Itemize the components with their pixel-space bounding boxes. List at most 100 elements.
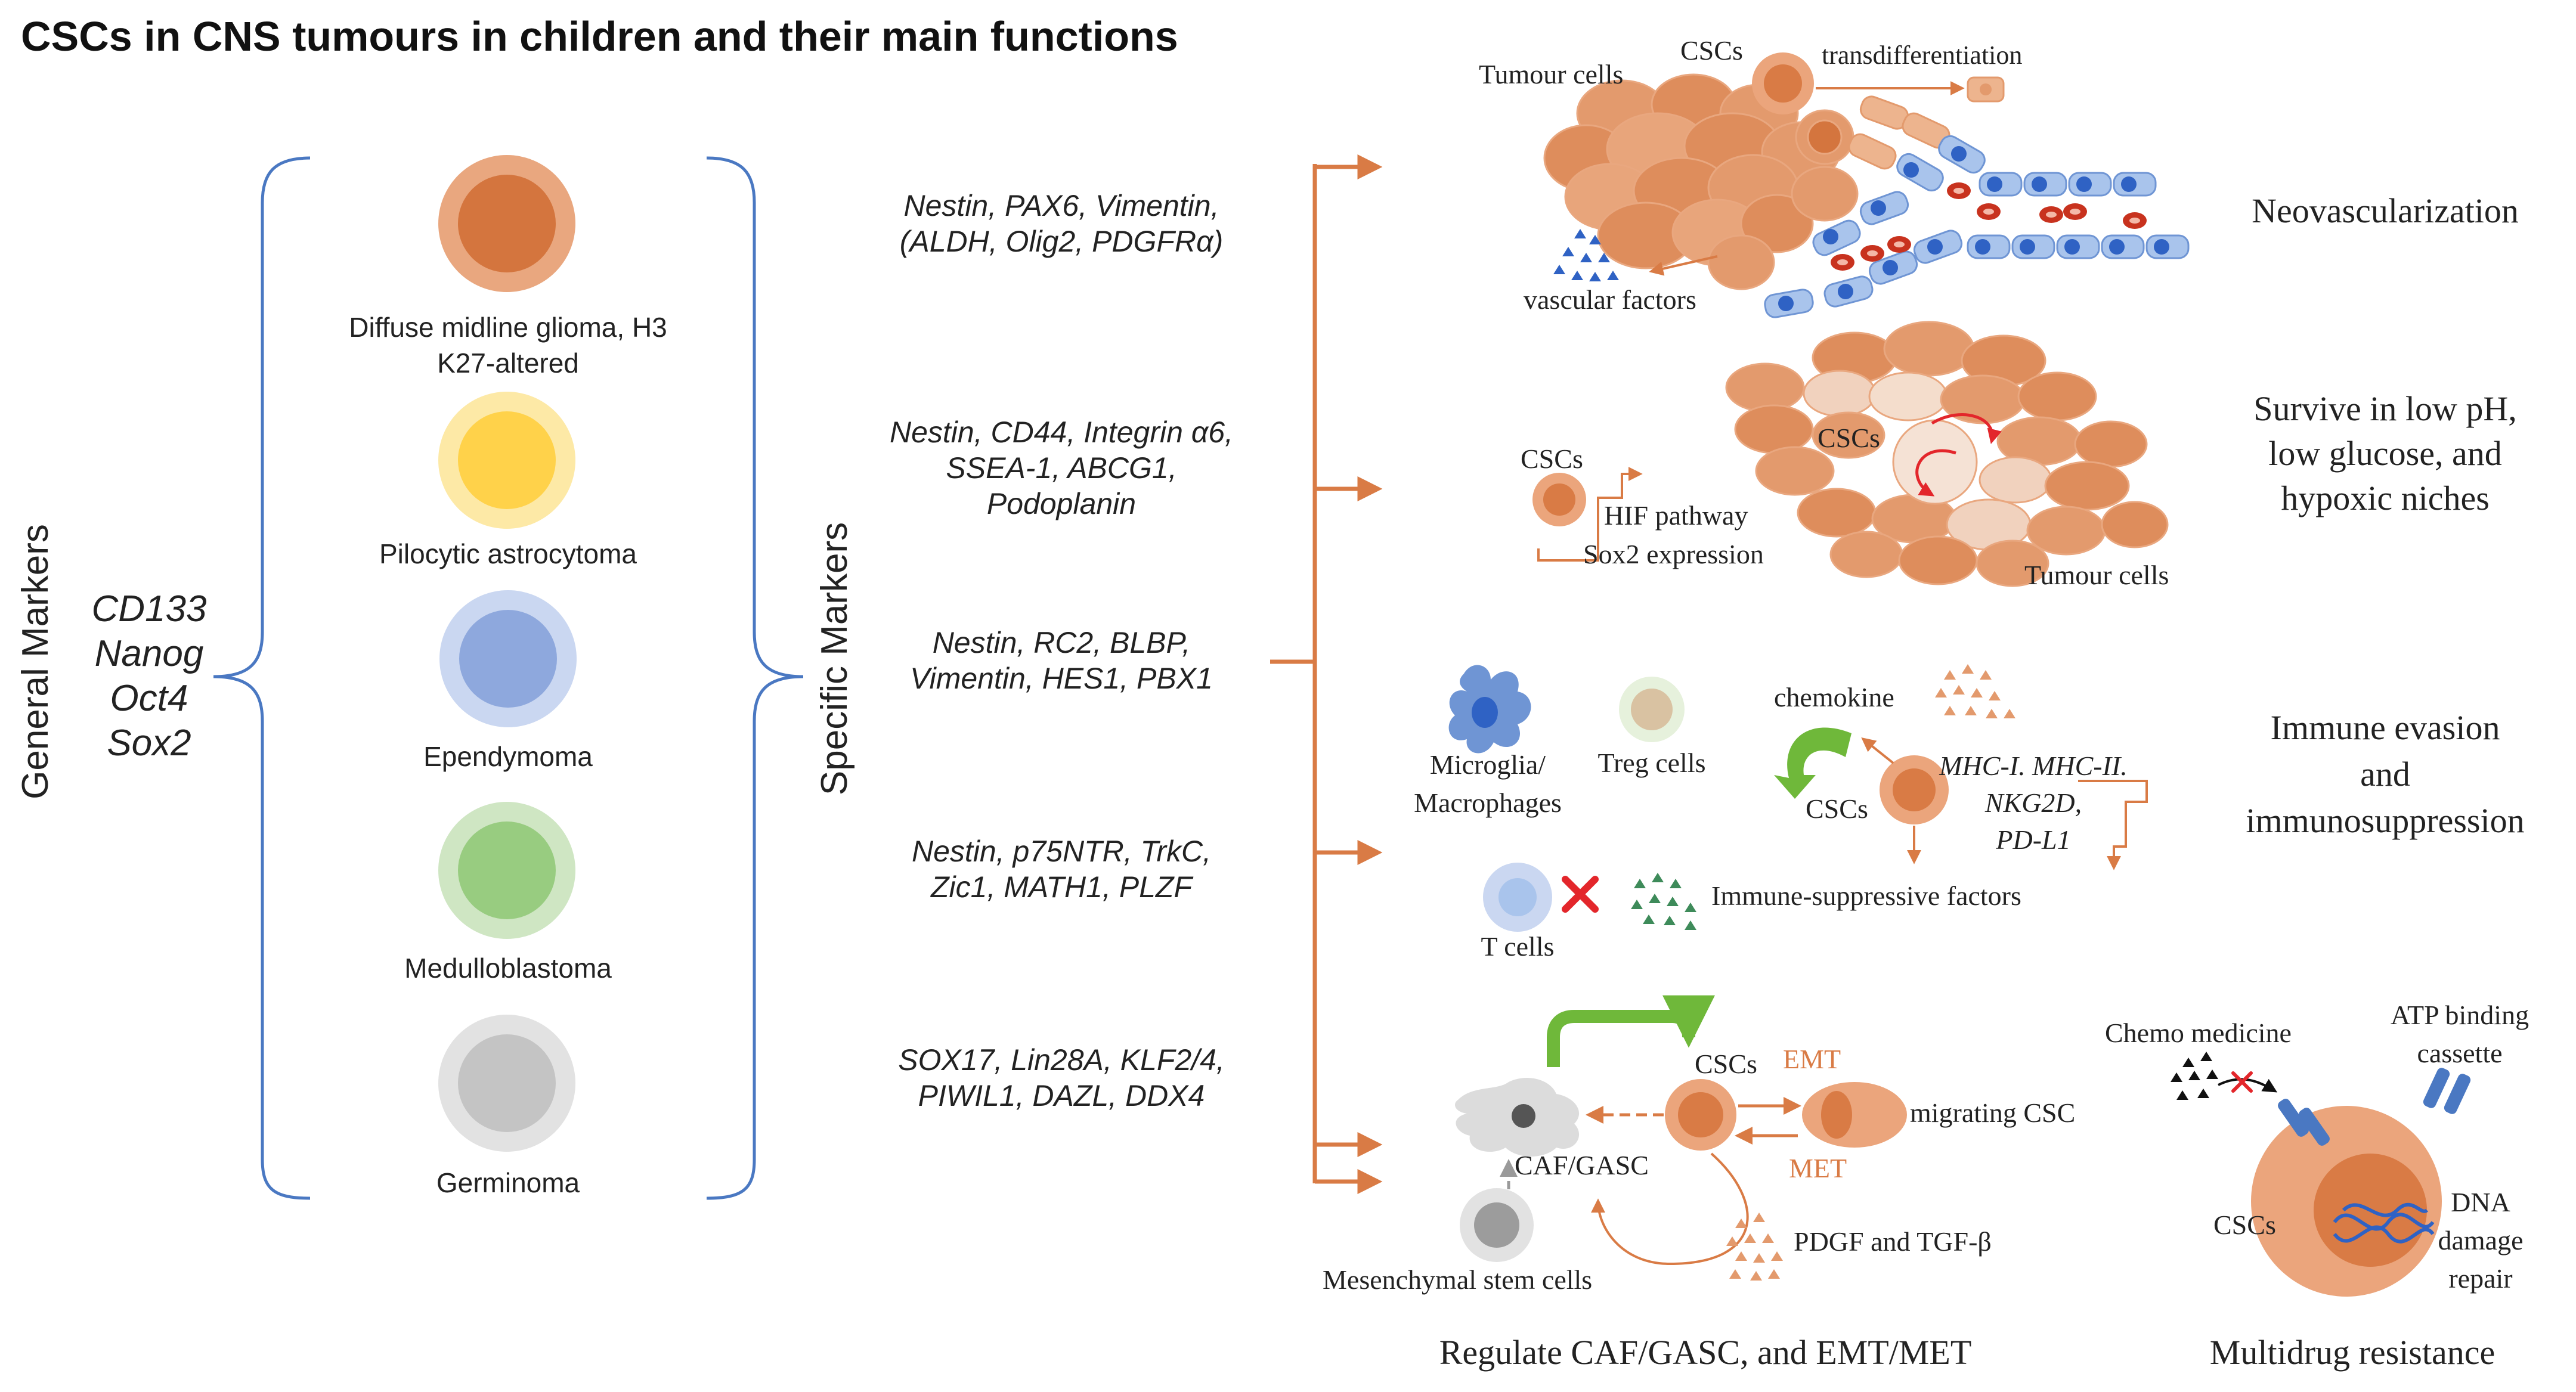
dna-damage-repair-label: repair bbox=[2448, 1263, 2512, 1294]
central-csc-area bbox=[1892, 419, 1978, 505]
tumour-cell-cluster bbox=[1725, 321, 2169, 587]
chemo-arrow bbox=[2218, 1078, 2278, 1093]
microglia-label: Microglia/ bbox=[1430, 749, 1546, 780]
tumour-cells-label: Tumour cells bbox=[2024, 560, 2169, 590]
tumour-cell-cluster bbox=[1543, 73, 1859, 290]
cell-nucleus bbox=[458, 821, 556, 919]
mhc-arrow bbox=[2078, 780, 2148, 870]
function-title-immune: and bbox=[2360, 755, 2410, 793]
general-marker: CD133 bbox=[92, 588, 207, 630]
specific-marker-line: Nestin, CD44, Integrin α6, bbox=[890, 416, 1233, 449]
general-marker: Sox2 bbox=[107, 723, 191, 764]
efflux-x-icon bbox=[2231, 1071, 2253, 1093]
mhc-label: PD-L1 bbox=[1995, 824, 2070, 855]
function-title-survival: Survive in low pH, bbox=[2253, 389, 2516, 428]
hif-pathway-label: HIF pathway bbox=[1604, 500, 1748, 531]
tumour-cell-dmg bbox=[438, 155, 575, 292]
transdifferentiation-label: transdifferentiation bbox=[1822, 41, 2022, 70]
chemo-medicine-label: Chemo medicine bbox=[2105, 1018, 2292, 1048]
migrating-csc-label: migrating CSC bbox=[1910, 1098, 2075, 1128]
block-x-icon bbox=[1562, 876, 1599, 913]
tumour-label: K27-altered bbox=[437, 348, 579, 379]
red-blood-cell-highlight bbox=[1837, 188, 2140, 265]
migrating-csc bbox=[1802, 1082, 1907, 1148]
vascular-factors-label: vascular factors bbox=[1524, 284, 1696, 315]
green-curved-arrow bbox=[1774, 727, 1852, 799]
caf-gasc-label: CAF/GASC bbox=[1515, 1150, 1649, 1180]
red-feedback-arrow bbox=[1915, 449, 1956, 497]
specific-marker-line: (ALDH, Olig2, PDGFRα) bbox=[900, 225, 1223, 258]
red-blood-cells bbox=[1831, 182, 2147, 271]
atp-binding-label: cassette bbox=[2417, 1038, 2502, 1068]
specific-marker-line: Vimentin, HES1, PBX1 bbox=[910, 662, 1213, 695]
met-label: MET bbox=[1789, 1153, 1847, 1183]
tumour-cell-medulloblastoma bbox=[438, 802, 575, 939]
immune-suppressive-factors-label: Immune-suppressive factors bbox=[1711, 881, 2021, 911]
atp-binding-label: ATP binding bbox=[2391, 1000, 2529, 1030]
microglia-nucleus bbox=[1472, 697, 1498, 728]
caf-nucleus bbox=[1512, 1104, 1535, 1128]
tumour-cell-ependymoma bbox=[439, 590, 577, 727]
endothelial-nuclei bbox=[1778, 146, 2169, 311]
function-title-survival: low glucose, and bbox=[2268, 434, 2501, 473]
panel-immune: Microglia/ Macrophages Treg cells chemok… bbox=[1414, 664, 2525, 962]
treg-cell bbox=[1619, 677, 1685, 742]
function-title-immune: immunosuppression bbox=[2246, 801, 2524, 840]
specific-marker-line: SOX17, Lin28A, KLF2/4, bbox=[898, 1043, 1225, 1077]
chemokine-arrow bbox=[1861, 737, 1894, 764]
csc-cell bbox=[1880, 755, 1949, 824]
immune-suppressive-triangles bbox=[1631, 873, 1696, 930]
chemokine-triangles bbox=[1935, 664, 2015, 718]
pdgf-feedback-arrow bbox=[1591, 1152, 1749, 1266]
cell-nucleus bbox=[458, 175, 556, 272]
chemokine-label: chemokine bbox=[1774, 682, 1894, 712]
mhc-label: MHC-I. MHC-II. bbox=[1939, 751, 2128, 781]
right-brace bbox=[706, 156, 804, 1200]
specific-marker-line: SSEA-1, ABCG1, bbox=[946, 451, 1176, 485]
microglia-label: Macrophages bbox=[1414, 788, 1562, 818]
cell-nucleus bbox=[458, 1034, 556, 1132]
specific-markers-label: Specific Markers bbox=[814, 522, 855, 795]
abc-transporter-icon bbox=[2278, 1068, 2471, 1146]
specific-marker-line: Nestin, RC2, BLBP, bbox=[933, 626, 1191, 659]
vascular-factor-arrow bbox=[1649, 255, 1718, 276]
chemo-drug-triangles bbox=[2171, 1052, 2218, 1100]
general-markers-list: CD133 Nanog Oct4 Sox2 bbox=[92, 588, 207, 764]
msc-cell bbox=[1460, 1188, 1534, 1262]
function-title-immune: Immune evasion bbox=[2271, 708, 2500, 747]
tumour-label: Medulloblastoma bbox=[404, 953, 612, 984]
cell-nucleus bbox=[458, 411, 556, 509]
specific-marker-line: Podoplanin bbox=[987, 487, 1136, 520]
panel-survival: CSCs CSCs HIF pathway Sox2 expression Tu… bbox=[1521, 321, 2517, 590]
csc-cell bbox=[1532, 473, 1586, 526]
dna-icon bbox=[2333, 1202, 2435, 1244]
pdgf-triangles bbox=[1726, 1213, 1783, 1281]
csc-cell bbox=[1665, 1079, 1736, 1151]
cscs-label: CSCs bbox=[1695, 1049, 1757, 1079]
cell-nucleus bbox=[459, 610, 557, 708]
mhc-label: NKG2D, bbox=[1984, 788, 2082, 818]
tumour-label: Pilocytic astrocytoma bbox=[379, 538, 637, 569]
red-feedback-arrow bbox=[1931, 413, 2002, 444]
function-title-neovascularization: Neovascularization bbox=[2252, 191, 2519, 230]
general-markers-label: General Markers bbox=[15, 524, 56, 799]
panel-neovascularization: Tumour cells CSCs transdifferentiation v… bbox=[1479, 35, 2519, 318]
tumour-cell-germinoma bbox=[438, 1015, 575, 1152]
cscs-label: CSCs bbox=[1680, 35, 1743, 66]
panel-caf: CSCs EMT MET migrating CSC CAF/GASC PDGF… bbox=[1323, 995, 2075, 1372]
dna-damage-repair-label: DNA bbox=[2451, 1187, 2510, 1217]
cscs-label-left: CSCs bbox=[1521, 444, 1583, 474]
msc-label: Mesenchymal stem cells bbox=[1323, 1264, 1592, 1295]
specific-marker-line: PIWIL1, DAZL, DDX4 bbox=[918, 1079, 1205, 1112]
pdgf-label: PDGF and TGF-β bbox=[1794, 1226, 1992, 1257]
tumour-label: Germinoma bbox=[436, 1167, 580, 1198]
emt-label: EMT bbox=[1783, 1044, 1841, 1074]
branch-arrows bbox=[1270, 154, 1383, 1194]
specific-marker-line: Nestin, PAX6, Vimentin, bbox=[904, 189, 1219, 222]
general-marker: Oct4 bbox=[110, 678, 188, 719]
vascular-factor-triangles bbox=[1553, 229, 1619, 281]
tumour-label: Diffuse midline glioma, H3 bbox=[349, 312, 667, 343]
hif-pathway-arrow bbox=[1537, 467, 1643, 562]
